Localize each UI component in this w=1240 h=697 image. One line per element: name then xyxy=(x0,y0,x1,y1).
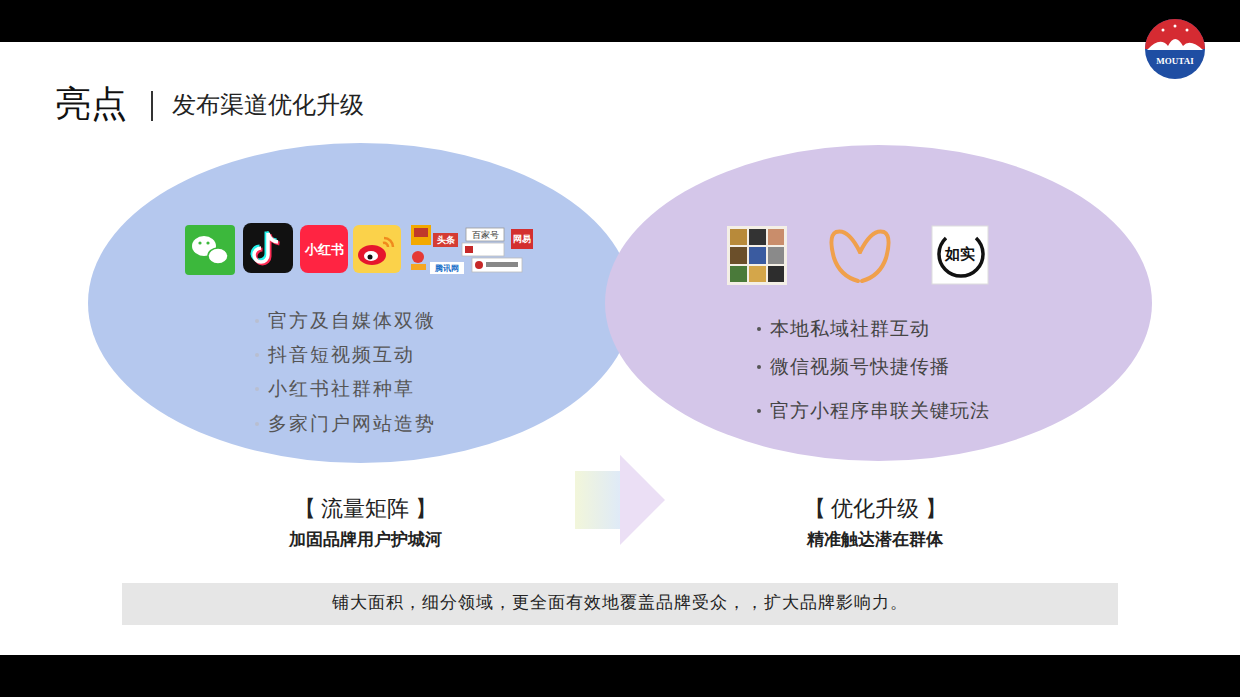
ellipse-outline xyxy=(605,145,1152,461)
group-heading: 【 优化升级 】 xyxy=(725,497,1025,521)
channel-item: 官方及自媒体双微 xyxy=(268,310,436,331)
douyin-logo xyxy=(243,223,293,273)
group-subheading: 加固品牌用户护城河 xyxy=(215,530,515,549)
rushi-logo xyxy=(932,226,988,284)
group-heading: 【 流量矩阵 】 xyxy=(215,497,515,521)
summary-band: 铺大面积，细分领域，更全面有效地覆盖品牌受众，，扩大品牌影响力。 xyxy=(122,583,1118,625)
summary-text: 铺大面积，细分领域，更全面有效地覆盖品牌受众，，扩大品牌影响力。 xyxy=(122,593,1118,612)
logo-text: 百家号 xyxy=(466,230,504,241)
bullet-dot xyxy=(255,422,259,426)
title-separator xyxy=(151,91,153,121)
bullet-dot xyxy=(757,409,761,413)
bullet-dot xyxy=(757,327,761,331)
logo-text: 网易 xyxy=(511,234,533,245)
logo-text: 腾讯网 xyxy=(430,264,464,274)
channels-logo xyxy=(831,231,888,281)
channel-item: 本地私域社群互动 xyxy=(770,318,930,339)
bullet-dot xyxy=(757,365,761,369)
slide-title: 亮点 xyxy=(55,84,127,124)
weibo-logo xyxy=(353,225,401,273)
channel-ellipse: 官方及自媒体双微抖音短视频互动小红书社群种草多家门户网站造势【 流量矩阵 】加固… xyxy=(88,143,575,558)
ellipse-shape xyxy=(88,143,633,463)
logo-text: 小红书 xyxy=(300,242,348,257)
logo-text: MOUTAI xyxy=(1145,56,1205,67)
logo-text: 如实 xyxy=(932,246,988,263)
channel-item: 官方小程序串联关键玩法 xyxy=(770,400,990,421)
moutai-logo xyxy=(1145,19,1205,79)
wechat-logo xyxy=(185,225,235,275)
channel-item: 多家门户网站造势 xyxy=(268,413,436,434)
bottom-bar xyxy=(0,655,1240,697)
channel-ellipse: 本地私域社群互动微信视频号快捷传播官方小程序串联关键玩法【 优化升级 】精准触达… xyxy=(665,145,1152,558)
channel-item: 抖音短视频互动 xyxy=(268,344,415,365)
portal-logos xyxy=(411,225,533,274)
channel-item: 小红书社群种草 xyxy=(268,378,415,399)
ellipse-outline xyxy=(88,143,633,463)
bullet-dot xyxy=(255,387,259,391)
xiaohongshu-logo xyxy=(300,225,348,273)
ellipse-shape xyxy=(605,145,1152,461)
top-bar xyxy=(0,0,1240,42)
bullet-dot xyxy=(255,319,259,323)
community-logo xyxy=(727,226,787,285)
subtitle: 发布渠道优化升级 xyxy=(172,92,364,118)
logo-text: 头条 xyxy=(433,235,458,246)
channel-item: 微信视频号快捷传播 xyxy=(770,356,950,377)
flow-arrow xyxy=(575,471,665,529)
group-subheading: 精准触达潜在群体 xyxy=(725,530,1025,549)
bullet-dot xyxy=(255,353,259,357)
